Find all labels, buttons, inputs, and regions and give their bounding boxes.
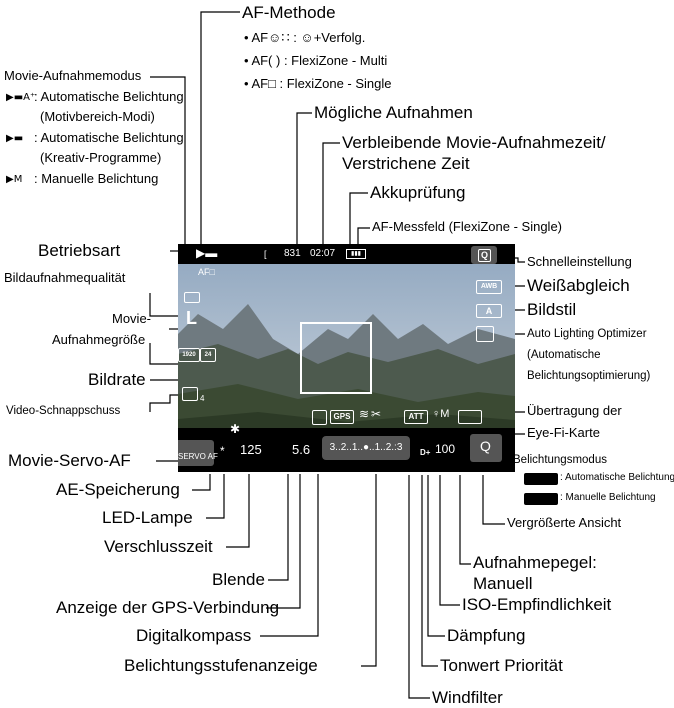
label-led-lampe: LED-Lampe — [102, 508, 193, 528]
servo-af-label: SERVO AF — [178, 452, 218, 461]
movie-manual-icon: ▶M — [6, 174, 22, 185]
af-point-frame — [300, 322, 372, 394]
ae-lock-icon: * — [220, 444, 225, 458]
label-betriebsart: Betriebsart — [38, 241, 120, 261]
label-af-messfeld: AF-Messfeld (FlexiZone - Single) — [372, 219, 562, 235]
label-digitalkompass: Digitalkompass — [136, 626, 251, 646]
attenuator-icon: ATT — [404, 410, 428, 424]
label-verschlusszeit: Verschlusszeit — [104, 537, 213, 557]
label-aufnahmepegel-2: Manuell — [473, 574, 533, 594]
drive-mode-icon — [184, 292, 200, 303]
exposure-mode-icon — [458, 410, 482, 424]
picture-style-icon: A — [476, 304, 502, 318]
iso-value: 100 — [435, 442, 455, 456]
gps-icon: GPS — [330, 410, 354, 424]
label-verbleibend-2: Verstrichene Zeit — [342, 154, 470, 174]
label-bildstil: Bildstil — [527, 300, 576, 320]
label-mm-auto-2: (Motivbereich-Modi) — [40, 109, 155, 125]
battery-icon: ▮▮▮ — [346, 249, 366, 259]
label-video-schnappschuss: Video-Schnappschuss — [6, 405, 120, 419]
label-mm-auto-1: : Automatische Belichtung — [34, 89, 184, 105]
video-snapshot-icon — [182, 387, 198, 401]
label-gps: Anzeige der GPS-Verbindung — [56, 598, 279, 618]
shots-remaining: 831 — [284, 248, 301, 259]
recording-level-icon: ♀M — [432, 408, 449, 420]
label-iso: ISO-Empfindlichkeit — [462, 595, 611, 615]
movie-mode-icon: ▶▬ — [196, 246, 217, 260]
label-vergroesserte-ansicht: Vergrößerte Ansicht — [507, 515, 621, 531]
frame-rate-icon: 24 — [200, 348, 216, 362]
movie-auto-icon: ▶▬A⁺ — [6, 92, 35, 103]
camera-live-view-screen: ▶▬ [ 831 02:07 ▮▮▮ AF□ Q AWB A L 1920 24… — [178, 244, 515, 472]
digital-compass-icon — [312, 410, 327, 425]
label-af-option-2: • AF( ) : FlexiZone - Multi — [244, 53, 387, 69]
label-belichtungsmodus: Belichtungsmodus — [513, 454, 607, 468]
label-aufnahmepegel-1: Aufnahmepegel: — [473, 553, 597, 573]
label-belmodus-auto: : Automatische Belichtung — [560, 472, 674, 484]
label-verbleibend-1: Verbleibende Movie-Aufnahmezeit/ — [342, 133, 606, 153]
label-alo-3: Belichtungsoptimierung) — [527, 370, 650, 384]
label-eyefi-2: Eye-Fi-Karte — [527, 425, 600, 441]
label-ae-speicherung: AE-Speicherung — [56, 480, 180, 500]
label-mm-kreativ-2: (Kreativ-Programme) — [40, 150, 161, 166]
label-af-methode: AF-Methode — [242, 3, 336, 23]
label-moegliche-aufnahmen: Mögliche Aufnahmen — [314, 103, 473, 123]
q-icon: Q — [478, 249, 491, 262]
aperture-value: 5.6 — [292, 442, 310, 457]
label-blende: Blende — [212, 570, 265, 590]
label-windfilter: Windfilter — [432, 688, 503, 708]
image-quality-icon: L — [186, 308, 197, 329]
led-light-icon: ✱ — [230, 422, 240, 436]
label-mm-manuell: : Manuelle Belichtung — [34, 171, 158, 187]
white-balance-icon: AWB — [476, 280, 502, 294]
movie-size-icon: 1920 — [178, 348, 200, 362]
shutter-speed: 125 — [240, 442, 262, 457]
wind-filter-icon: ✂ — [371, 407, 381, 421]
label-schnelleinstellung: Schnelleinstellung — [527, 254, 632, 270]
label-mm-kreativ-1: : Automatische Belichtung — [34, 130, 184, 146]
label-movie-aufnahmemodus: Movie-Aufnahmemodus — [4, 68, 141, 84]
label-bildrate: Bildrate — [88, 370, 146, 390]
label-akkupruefung: Akkuprüfung — [370, 183, 465, 203]
label-belichtungsstufen: Belichtungsstufenanzeige — [124, 656, 318, 676]
label-movie-servo-af: Movie-Servo-AF — [8, 451, 131, 471]
highlight-tone-priority-icon: D+ — [420, 448, 430, 457]
label-movie-groesse-2: Aufnahmegröße — [52, 332, 145, 348]
label-af-option-3: • AF□ : FlexiZone - Single — [244, 76, 392, 92]
label-bildaufnahmequalitaet: Bildaufnahmequalität — [4, 270, 125, 286]
label-af-option-1: • AF☺∷ : ☺+Verfolg. — [244, 30, 365, 46]
label-eyefi-1: Übertragung der — [527, 403, 622, 419]
af-method-icon: AF□ — [198, 267, 215, 277]
magnify-icon: Q — [480, 438, 491, 454]
label-belmodus-manuell: : Manuelle Belichtung — [560, 492, 656, 504]
label-tonwert: Tonwert Priorität — [440, 656, 563, 676]
exposure-level-indicator: 3..2..1..●..1..2.:3 — [322, 436, 410, 460]
label-alo-2: (Automatische — [527, 349, 601, 363]
recording-time: 02:07 — [310, 248, 335, 259]
auto-exposure-icon — [524, 473, 558, 485]
alo-icon — [476, 326, 494, 342]
movie-creative-icon: ▶▬ — [6, 133, 23, 144]
manual-exposure-icon — [524, 493, 558, 505]
label-weissabgleich: Weißabgleich — [527, 276, 630, 296]
snapshot-count: 4 — [200, 394, 204, 403]
card-icon: [ — [264, 249, 267, 259]
label-movie-groesse-1: Movie- — [112, 311, 151, 327]
label-alo-1: Auto Lighting Optimizer — [527, 328, 647, 342]
eye-fi-icon: ≋ — [359, 407, 369, 421]
label-daempfung: Dämpfung — [447, 626, 525, 646]
